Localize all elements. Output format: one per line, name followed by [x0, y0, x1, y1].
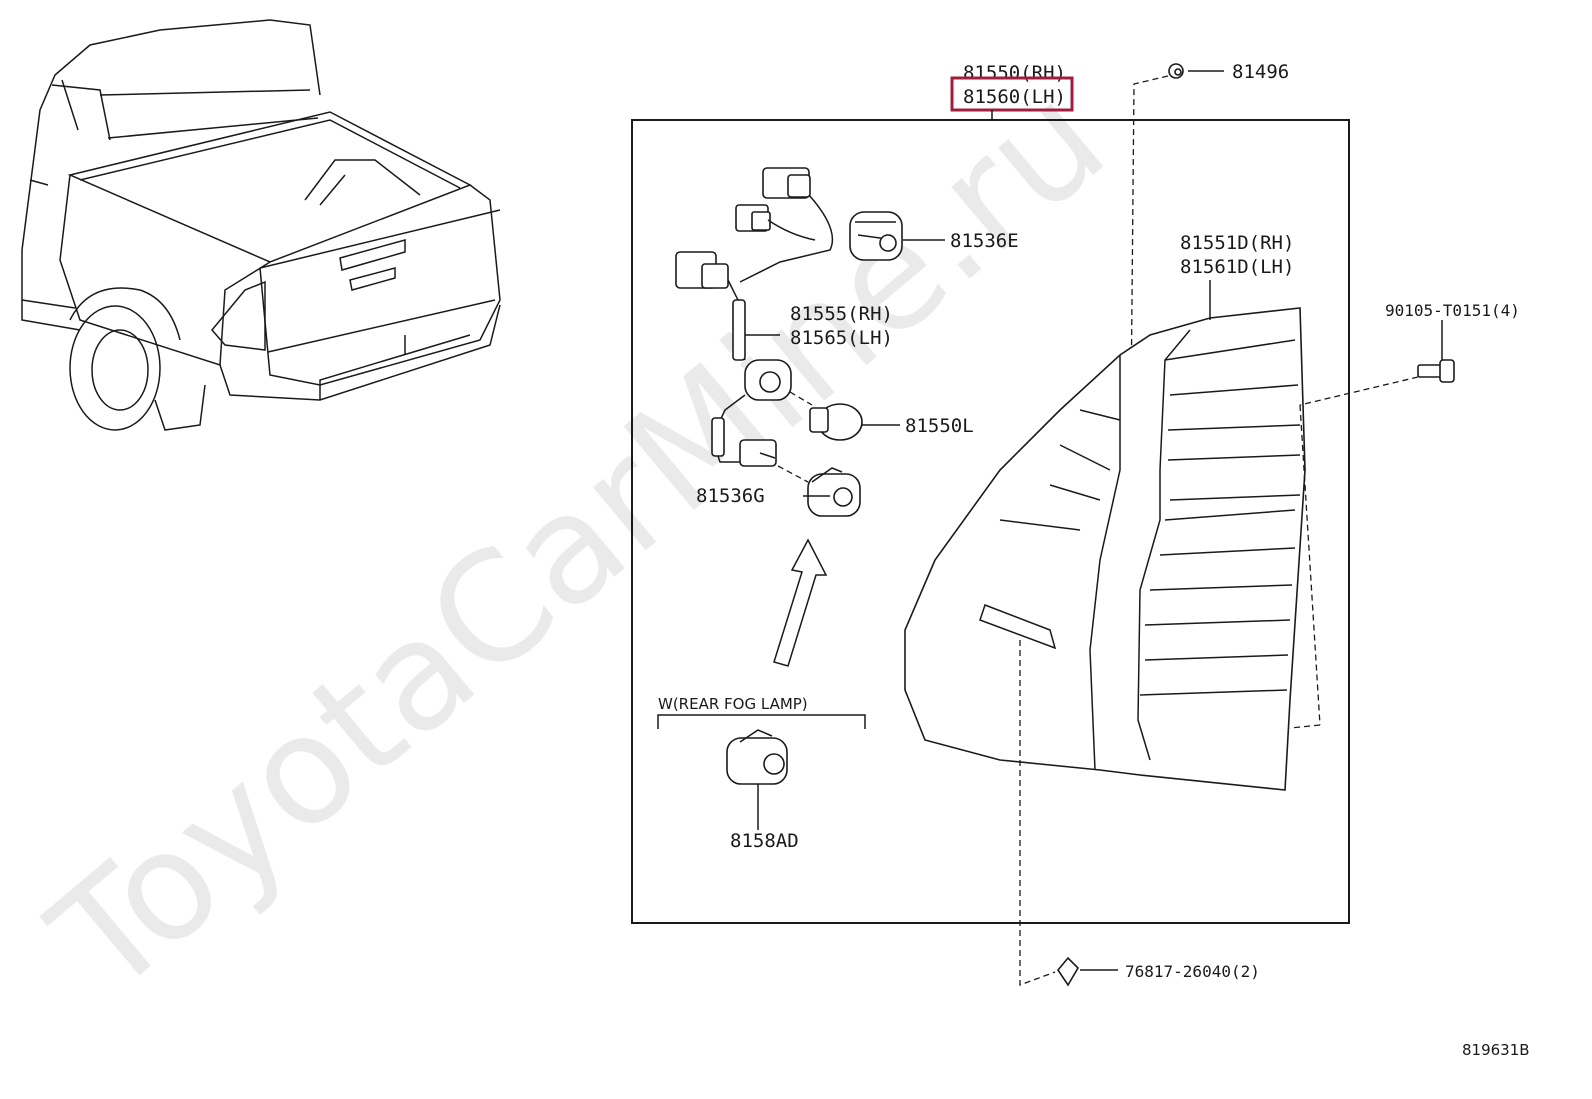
socket-g-label[interactable]: 81536G — [696, 485, 765, 507]
fog-bracket — [657, 714, 866, 729]
fog-socket-part — [726, 729, 788, 830]
bulb-part — [789, 391, 900, 441]
assembly-lh-label[interactable]: 81560(LH) — [963, 86, 1066, 108]
assembly-lh-highlight — [950, 76, 1074, 112]
socket-e-part — [849, 211, 945, 261]
direction-arrow — [773, 538, 828, 667]
bulb-label[interactable]: 81550L — [905, 415, 974, 437]
wire-rh-label[interactable]: 81555(RH) — [790, 303, 893, 325]
fog-heading: W(REAR FOG LAMP) — [658, 695, 808, 713]
wire-lh-label[interactable]: 81565(LH) — [790, 327, 893, 349]
socket-e-label[interactable]: 81536E — [950, 230, 1019, 252]
lens-rh-label[interactable]: 81551D(RH) — [1180, 232, 1294, 254]
assembly-rh-label[interactable]: 81550(RH) — [963, 62, 1066, 84]
socket-g-part — [777, 465, 861, 517]
diagram-id: 819631B — [1462, 1041, 1530, 1059]
assembly-frame — [631, 119, 1350, 924]
lens-lh-label[interactable]: 81561D(LH) — [1180, 256, 1294, 278]
truck-illustration — [21, 19, 501, 431]
nut-label[interactable]: 81496 — [1232, 61, 1289, 83]
screw-part — [1289, 320, 1455, 729]
screw-label[interactable]: 90105-T0151(4) — [1385, 301, 1520, 320]
wire-harness-part — [675, 167, 834, 467]
lens-part — [904, 307, 1306, 791]
clip-label[interactable]: 76817-26040(2) — [1125, 962, 1260, 981]
clip-part — [1019, 640, 1118, 987]
fog-socket-label[interactable]: 8158AD — [730, 830, 799, 852]
